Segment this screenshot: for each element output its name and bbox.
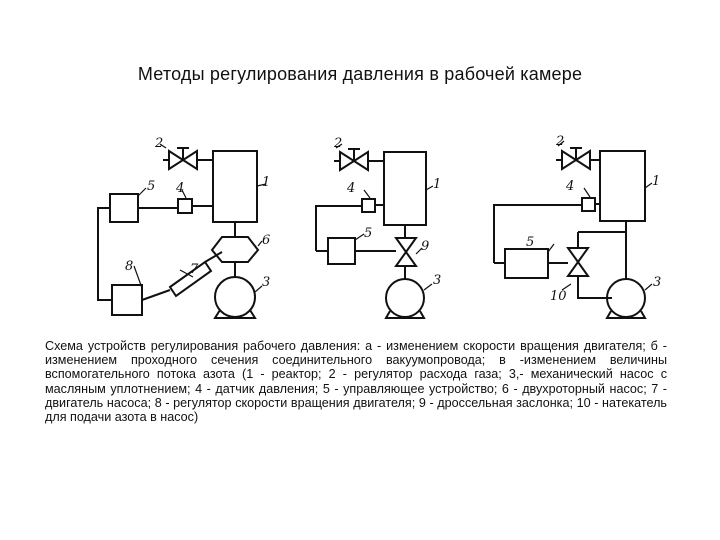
label-c-10: 10 xyxy=(550,289,567,304)
label-b-3: 3 xyxy=(433,273,441,288)
labels-a: 1 2 4 5 6 7 8 3 xyxy=(125,136,270,290)
mechanical-pump-b xyxy=(385,278,425,318)
motor-a xyxy=(168,260,213,298)
page-title: Методы регулирования давления в рабочей … xyxy=(137,64,583,84)
label-b-4: 4 xyxy=(346,181,355,196)
labels-c: 1 2 4 5 10 3 xyxy=(526,134,661,304)
reactor-b xyxy=(383,151,427,226)
diagram-b xyxy=(315,143,434,319)
label-b-2: 2 xyxy=(333,136,342,151)
label-a-3: 3 xyxy=(262,275,270,290)
label-a-5: 5 xyxy=(147,179,155,194)
label-a-1: 1 xyxy=(262,175,270,190)
label-c-4: 4 xyxy=(565,179,574,194)
label-c-2: 2 xyxy=(555,134,564,149)
labels-b: 1 2 4 5 9 3 xyxy=(333,136,441,288)
label-c-5: 5 xyxy=(526,235,534,250)
twin-rotor-pump-a xyxy=(210,236,260,263)
mechanical-pump-a xyxy=(214,276,256,318)
controller-b xyxy=(327,237,356,265)
controller-a xyxy=(109,193,139,223)
mechanical-pump-c xyxy=(606,278,646,318)
label-b-9: 9 xyxy=(421,239,429,254)
speed-regulator-a xyxy=(111,284,143,316)
label-c-1: 1 xyxy=(652,174,660,189)
controller-c xyxy=(504,248,549,279)
label-a-4: 4 xyxy=(175,181,184,196)
reactor-c xyxy=(599,150,646,222)
label-a-8: 8 xyxy=(125,259,133,274)
label-b-5: 5 xyxy=(364,226,372,241)
diagram-a xyxy=(97,143,267,319)
figure-caption: Схема устройств регулирования рабочего д… xyxy=(45,339,667,425)
diagram-c xyxy=(493,140,653,319)
label-b-1: 1 xyxy=(433,177,441,192)
label-c-3: 3 xyxy=(653,275,661,290)
throttle-valve-b xyxy=(394,237,418,267)
pressure-sensor-a xyxy=(177,198,193,214)
leak-valve-c xyxy=(566,247,590,277)
label-a-2: 2 xyxy=(154,136,163,151)
label-a-7: 7 xyxy=(190,262,199,277)
reactor-a xyxy=(212,150,258,223)
label-a-6: 6 xyxy=(262,233,270,248)
pressure-sensor-c xyxy=(581,197,596,212)
pressure-sensor-b xyxy=(361,198,376,213)
